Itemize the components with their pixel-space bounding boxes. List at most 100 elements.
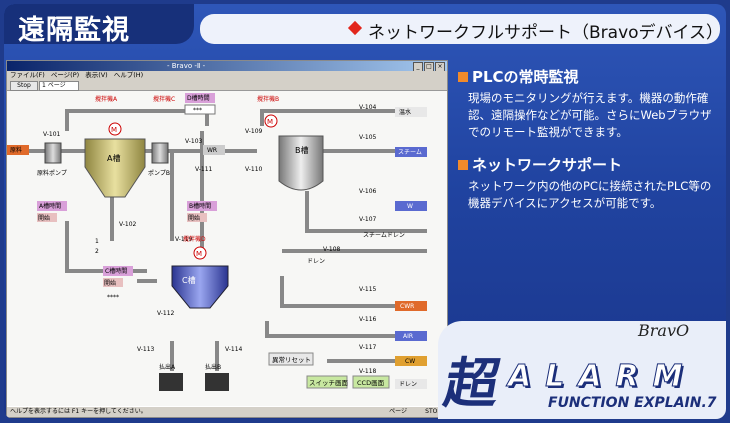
discharge-a[interactable]: 払出A [159, 363, 183, 391]
valve-v104[interactable]: V-104 [359, 104, 377, 111]
svg-text:払出B: 払出B [205, 363, 221, 371]
logo-kanji: 超 [439, 351, 505, 415]
valve-v115[interactable]: V-115 [359, 286, 377, 293]
brand-logo: BravO [638, 321, 690, 340]
motor-icon[interactable] [193, 246, 207, 260]
valve-v109[interactable]: V-109 [245, 128, 263, 135]
valve-v116[interactable]: V-116 [359, 316, 377, 323]
valve-v112[interactable]: V-112 [157, 310, 175, 317]
process-flow-svg: A槽 M B槽 M C槽 M [7, 93, 427, 391]
section-title: PLCの常時監視 [472, 68, 579, 86]
wr-label: WR [207, 147, 217, 154]
a-tank-time: A槽時間 [39, 202, 61, 210]
menu-view[interactable]: 表示(V) [85, 71, 108, 79]
square-bullet-icon [458, 71, 468, 82]
valve-v108[interactable]: V-108 [323, 246, 341, 253]
stirrer-a-label: 攪拌機A [95, 95, 118, 103]
monitor-window: - Bravo -Ⅱ - _ □ × ファイル(F) ページ(P) 表示(V) … [6, 60, 448, 418]
stirrer-panels: 攪拌機A 攪拌機C 攪拌機B 攪拌機D D槽時間 *** A槽時間 開始 B槽時… [37, 93, 279, 301]
valve-labels: V-101 V-102 V-103 V-104 V-105 V-106 V-10… [43, 104, 377, 375]
section-plc-monitoring: PLCの常時監視 現場のモニタリングが行えます。機器の動作確認、遠隔操作などが可… [458, 66, 720, 141]
w-label: W [407, 203, 413, 210]
valve-v117[interactable]: V-117 [359, 344, 377, 351]
status-stop: STOP [425, 408, 441, 415]
svg-text:異常リセット: 異常リセット [272, 355, 311, 364]
valve-v119[interactable]: V-119 [175, 236, 193, 243]
svg-text:2: 2 [95, 248, 99, 255]
cw-label: CW [405, 358, 415, 365]
svg-text:M: M [196, 250, 202, 258]
valve-v118[interactable]: V-118 [359, 368, 377, 375]
menu-file[interactable]: ファイル(F) [10, 71, 45, 79]
raw-pump[interactable]: 原料ポンプ [37, 142, 67, 177]
start-indicator[interactable]: 開始 [104, 279, 116, 287]
steam-label: スチーム [398, 149, 422, 156]
window-title: - Bravo -Ⅱ - [167, 62, 206, 70]
motor-icon[interactable] [264, 114, 278, 128]
start-indicator[interactable]: 開始 [188, 214, 200, 222]
valve-v101[interactable]: V-101 [43, 131, 61, 138]
motor-icon[interactable] [108, 122, 122, 136]
tank-a-label: A槽 [107, 153, 120, 163]
svg-text:M: M [111, 126, 117, 134]
logo-word: ALARM [508, 359, 697, 395]
drain2-label: ドレン [399, 381, 417, 388]
plant-diagram: A槽 M B槽 M C槽 M [7, 91, 447, 406]
toolbar: Stop 1 ページ [7, 80, 447, 91]
discharge-b[interactable]: 払出B [205, 363, 229, 391]
valve-v110[interactable]: V-110 [245, 166, 263, 173]
air-label: AIR [403, 333, 413, 340]
section-body: 現場のモニタリングが行えます。機器の動作確認、遠隔操作などが可能。さらにWebブ… [468, 91, 712, 139]
statusbar: ヘルプを表示するには F1 キーを押してください。 ページ STOP [7, 407, 447, 417]
valve-v113[interactable]: V-113 [137, 346, 155, 353]
status-help: ヘルプを表示するには F1 キーを押してください。 [10, 408, 147, 415]
pump-b[interactable]: ポンプB [148, 142, 170, 177]
main-panel: 遠隔監視 ネットワークフルサポート（Bravoデバイス） - Bravo -Ⅱ … [4, 4, 726, 419]
section-title: ネットワークサポート [472, 156, 623, 174]
menu-help[interactable]: ヘルプ(H) [113, 71, 144, 79]
alarm-logo: BravO 超 ALARM FUNCTION EXPLAIN.7 [438, 321, 726, 419]
tank-a[interactable]: A槽 M [84, 122, 146, 198]
reset-button[interactable] [268, 352, 314, 366]
stirrer-c-label: 攪拌機C [153, 95, 175, 103]
valve-v107[interactable]: V-107 [359, 216, 377, 223]
valve-v102[interactable]: V-102 [119, 221, 137, 228]
tank-c[interactable]: C槽 M [171, 246, 229, 309]
banner-text: ネットワークフルサポート（Bravoデバイス） [368, 23, 724, 43]
ccd-screen-button[interactable] [352, 375, 390, 389]
d-tank-time: D槽時間 [187, 94, 210, 102]
status-page: ページ [389, 408, 407, 415]
valve-v111[interactable]: V-111 [195, 166, 213, 173]
line-outlets: 原料 WR 温水 スチーム W スチームドレン ドレン CWR AIR CW ド… [7, 107, 427, 389]
start-indicator[interactable]: 開始 [38, 214, 50, 222]
svg-text:CCD画面: CCD画面 [357, 379, 385, 387]
raw-line-label: 原料 [10, 146, 22, 154]
svg-text:1: 1 [95, 238, 99, 245]
c-tank-time: C槽時間 [105, 267, 127, 275]
svg-text:***: *** [193, 107, 202, 114]
valve-v106[interactable]: V-106 [359, 188, 377, 195]
valve-v114[interactable]: V-114 [225, 346, 243, 353]
logo-subtitle: FUNCTION EXPLAIN.7 [548, 395, 717, 411]
svg-text:****: **** [107, 294, 119, 301]
section-body: ネットワーク内の他のPCに接続されたPLC等の機器デバイスにアクセスが可能です。 [468, 179, 712, 210]
svg-text:ポンプB: ポンプB [148, 169, 170, 177]
page-title-pill: 遠隔監視 [4, 4, 194, 46]
banner: ネットワークフルサポート（Bravoデバイス） [200, 14, 724, 44]
stirrer-b-label: 攪拌機B [257, 95, 279, 103]
switch-screen-button[interactable] [306, 375, 348, 389]
section-network-support: ネットワークサポート ネットワーク内の他のPCに接続されたPLC等の機器デバイス… [458, 154, 720, 212]
menu-page[interactable]: ページ(P) [50, 71, 80, 79]
window-titlebar[interactable]: - Bravo -Ⅱ - _ □ × [7, 61, 447, 72]
menubar: ファイル(F) ページ(P) 表示(V) ヘルプ(H) [7, 71, 447, 80]
valve-v105[interactable]: V-105 [359, 134, 377, 141]
stop-button[interactable]: Stop [10, 81, 38, 91]
drain-label: ドレン [307, 258, 325, 265]
cwr-label: CWR [400, 303, 414, 310]
tank-b[interactable]: B槽 M [264, 114, 324, 191]
svg-text:払出A: 払出A [159, 363, 176, 371]
tank-c-label: C槽 [182, 275, 196, 285]
page-select[interactable]: 1 ページ [39, 81, 79, 91]
valve-v103[interactable]: V-103 [185, 138, 203, 145]
warm-water-label: 温水 [399, 108, 411, 116]
